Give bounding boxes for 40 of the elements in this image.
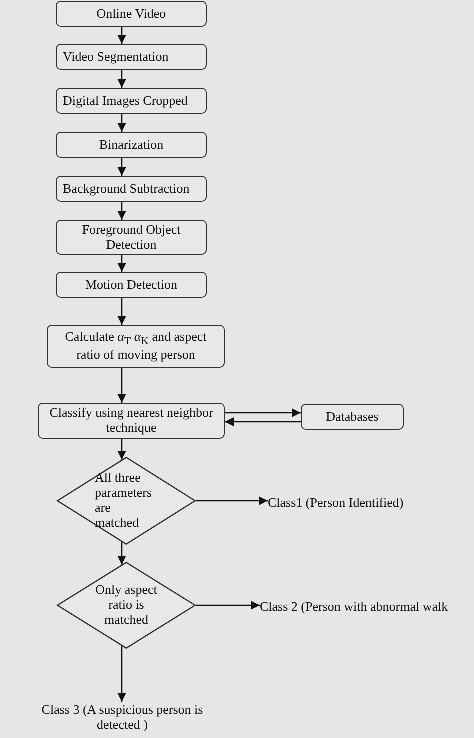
arrow	[118, 255, 126, 272]
process-box	[56, 1, 207, 27]
step-text: Only aspect ratio is matched	[95, 583, 158, 628]
arrow	[118, 202, 126, 220]
arrow	[196, 496, 268, 506]
arrow	[118, 646, 126, 702]
process-box	[56, 44, 207, 70]
step-text: Foreground Object Detection	[81, 222, 182, 252]
process-box	[56, 132, 207, 158]
step-text: Class1 (Person Identified)	[268, 496, 404, 510]
arrow	[118, 114, 126, 132]
arrow	[118, 298, 126, 325]
process-box	[56, 88, 207, 114]
process-box	[56, 176, 207, 202]
arrow	[118, 542, 126, 565]
step-text: Motion Detection	[85, 278, 178, 292]
step-text: Class 2 (Person with abnormal walk	[260, 600, 448, 614]
process-box	[56, 272, 207, 298]
process-box	[301, 404, 404, 430]
process-box	[56, 220, 207, 255]
step-text: Video Segmentation	[63, 50, 169, 64]
arrow	[118, 70, 126, 88]
arrow	[196, 601, 260, 610]
step-text: Background Subtraction	[63, 182, 190, 196]
arrow	[118, 27, 126, 44]
step-text: Databases	[326, 410, 379, 424]
step-text: Online Video	[96, 6, 166, 22]
arrow	[118, 439, 126, 460]
arrow	[118, 368, 126, 403]
step-text: Classify using nearest neighbor technique	[48, 406, 214, 436]
step-text: Digital Images Cropped	[63, 94, 188, 108]
step-text: Calculate α$_{T}$ α$_{K}$ and aspect ratio of moving person	[64, 330, 208, 363]
process-box	[47, 325, 225, 368]
step-text: Class 3 (A suspicious person is detected )	[40, 703, 204, 733]
process-box	[38, 403, 225, 439]
arrow	[225, 418, 301, 426]
arrow	[118, 158, 126, 176]
step-text: Binarization	[99, 138, 164, 152]
arrow	[225, 408, 301, 418]
step-text: All three parameters are matched	[95, 471, 154, 531]
